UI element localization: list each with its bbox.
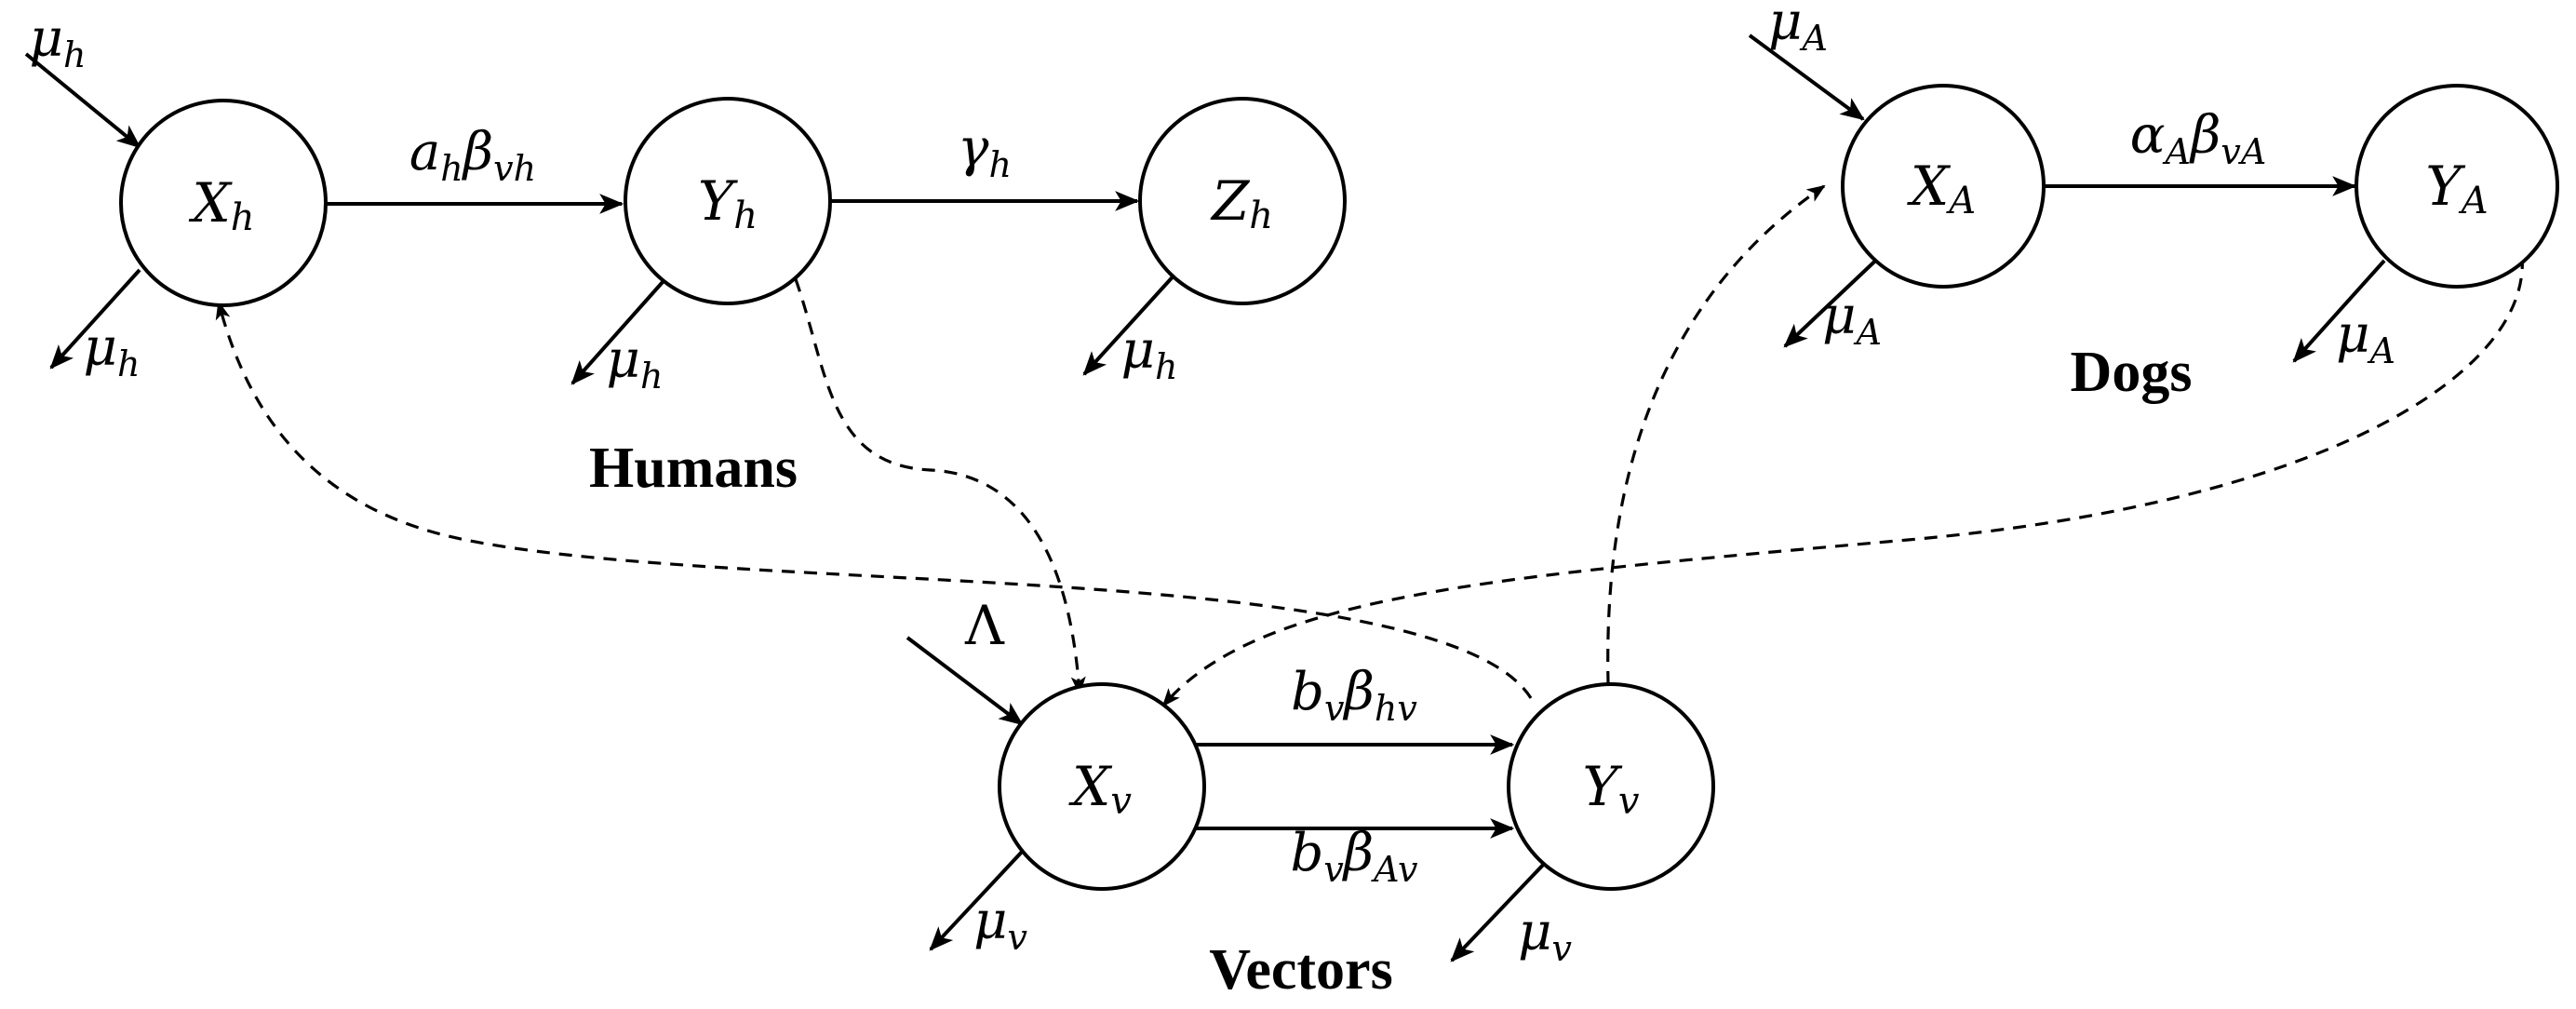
label-recover-h: γh xyxy=(958,118,1012,185)
dashed-link-Yv-to-Xh xyxy=(215,301,1533,699)
node-XA-sub: A xyxy=(1945,180,1976,222)
svg-text:Xv: Xv xyxy=(1068,755,1132,823)
node-Zh-base: Z xyxy=(1210,169,1251,233)
label-outflow-Yv: μv xyxy=(1518,902,1572,969)
node-YA-base: Y xyxy=(2425,155,2465,218)
outflow-arrow-Xh xyxy=(49,268,141,370)
inflow-arrow-Xh xyxy=(24,52,141,149)
node-Xv-sub: v xyxy=(1110,780,1132,823)
dashed-link-Yh-to-Xv xyxy=(794,278,1086,695)
svg-text:Xh: Xh xyxy=(188,171,254,239)
label-outflow-YA: μA xyxy=(2336,304,2395,371)
outflow-arrow-Zh xyxy=(1082,270,1179,376)
label-infect-A: αAβvA xyxy=(2130,105,2267,172)
node-Xh: Xh xyxy=(119,99,328,307)
node-Zh: Zh xyxy=(1138,97,1347,305)
node-YA-sub: A xyxy=(2458,180,2489,222)
group-title-dogs: Dogs xyxy=(2071,341,2193,404)
node-Xv-base: X xyxy=(1068,755,1113,818)
dashed-link-YA-to-Xv xyxy=(1161,255,2524,707)
label-infect-h: ahβvh xyxy=(409,122,536,189)
dashed-link-Yv-to-XA xyxy=(1606,184,1826,685)
label-outflow-Zh: μh xyxy=(1121,320,1178,387)
svg-text:Yv: Yv xyxy=(1583,755,1640,823)
outflow-arrow-YA xyxy=(2292,259,2386,363)
node-Yv-sub: v xyxy=(1618,780,1640,823)
inflow-arrow-XA xyxy=(1748,34,1865,121)
outflow-arrow-Yh xyxy=(570,280,664,385)
svg-text:YA: YA xyxy=(2425,155,2488,222)
outflow-arrow-Xv xyxy=(929,848,1026,951)
svg-text:Zh: Zh xyxy=(1210,169,1273,237)
node-Xh-base: X xyxy=(188,171,233,235)
label-inflow-XA: μA xyxy=(1768,0,1828,59)
node-Yh-sub: h xyxy=(733,195,758,237)
outflow-arrow-XA xyxy=(1783,248,1889,348)
label-outflow-XA: μA xyxy=(1822,286,1882,353)
node-YA: YA xyxy=(2355,84,2559,289)
node-Yv-base: Y xyxy=(1583,755,1623,818)
label-infect-v-h: bvβhv xyxy=(1291,662,1417,729)
label-outflow-Xv: μv xyxy=(973,891,1027,958)
node-Xv: Xv xyxy=(998,682,1206,891)
node-Xh-sub: h xyxy=(231,196,255,239)
svg-text:Yh: Yh xyxy=(698,169,758,237)
label-infect-v-A: bvβAv xyxy=(1290,823,1418,890)
node-XA: XA xyxy=(1841,84,2046,289)
node-XA-base: X xyxy=(1907,155,1952,218)
label-inflow-Xh: μh xyxy=(30,8,87,75)
label-inflow-Xv: Λ xyxy=(964,594,1005,657)
group-title-humans: Humans xyxy=(589,437,798,500)
svg-text:XA: XA xyxy=(1907,155,1976,222)
label-outflow-Yh: μh xyxy=(607,330,664,397)
node-Yh-base: Y xyxy=(698,169,738,233)
label-outflow-Xh: μh xyxy=(84,317,141,384)
node-Yv: Yv xyxy=(1507,682,1715,891)
node-Zh-sub: h xyxy=(1249,195,1273,237)
outflow-arrow-Yv xyxy=(1450,859,1549,962)
group-title-vectors: Vectors xyxy=(1209,938,1392,1002)
inflow-arrow-Xv xyxy=(906,636,1024,726)
node-Yh: Yh xyxy=(624,97,832,305)
